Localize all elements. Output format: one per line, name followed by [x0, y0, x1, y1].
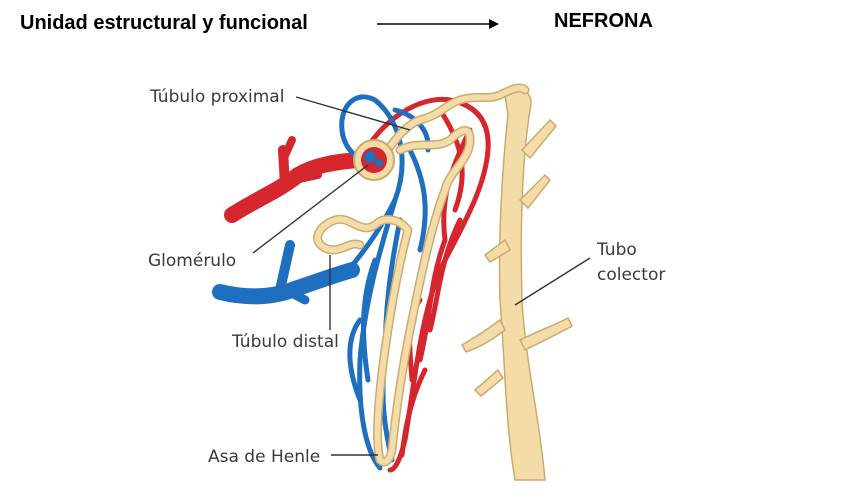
leader-lines	[252, 96, 591, 456]
label-tubo: Tubo	[596, 240, 637, 260]
collecting-duct	[460, 89, 573, 481]
header-title: NEFRONA	[554, 10, 653, 32]
renal-artery	[224, 152, 366, 223]
header-subtitle: Unidad estructural y funcional	[20, 12, 308, 34]
label-tubulo-proximal: Túbulo proximal	[149, 87, 284, 107]
label-tubulo-distal: Túbulo distal	[231, 332, 339, 352]
label-colector: colector	[597, 265, 665, 285]
nephron-tubule	[313, 83, 530, 467]
glomerulus	[353, 139, 395, 181]
header-arrow	[375, 14, 505, 39]
label-glomerulo: Glomérulo	[148, 251, 236, 271]
peritubular-capillaries-blue	[339, 94, 431, 471]
label-asa-de-henle: Asa de Henle	[208, 447, 320, 467]
arrow-icon	[377, 19, 499, 29]
